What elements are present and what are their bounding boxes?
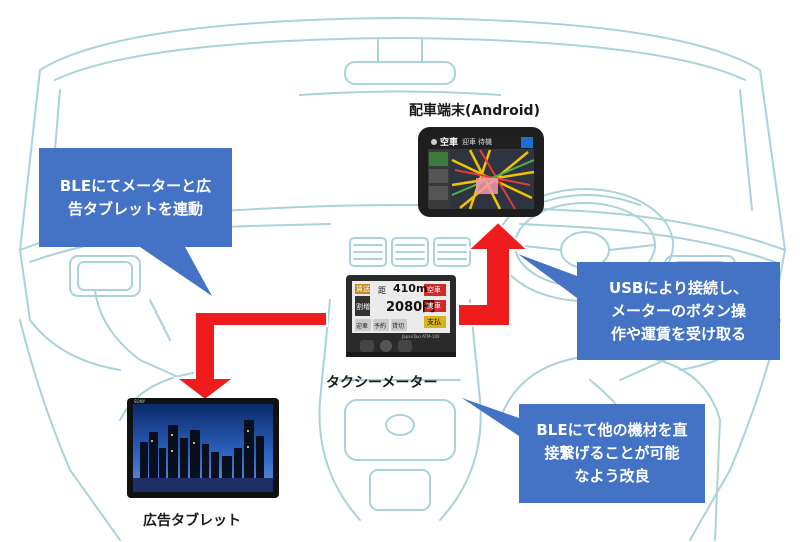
terminal-tab-2: 待機: [478, 138, 492, 146]
meter-btn-vacant: 空車: [427, 286, 441, 294]
ad-tablet-label: 広告タブレット: [143, 513, 241, 529]
meter-btn-occupied: 実車: [427, 302, 441, 310]
arrow-meter-to-tablet: [173, 311, 328, 402]
meter-fare: 2080円: [386, 300, 436, 315]
arrow-meter-to-terminal: [457, 220, 531, 327]
callout-usb-link-text: USBにより接続し、 メーターのボタン操 作や運賃を受け取る: [608, 278, 749, 343]
meter-left-bottom: 割増: [356, 303, 370, 311]
meter-bottom-btn-1: 迎車: [356, 323, 369, 330]
meter-bottom-btn-2: 予約: [374, 323, 387, 330]
meter-distance-label: 距: [378, 286, 386, 295]
meter-brand: JapanTaxi ATM-100: [402, 334, 440, 339]
callout-ble-direct-shape: [462, 398, 705, 503]
callout-usb-link-shape: [518, 254, 780, 360]
meter-distance: 410m: [393, 282, 428, 295]
tablet-brand: SONY: [134, 399, 146, 404]
terminal-status: 空車: [440, 138, 459, 148]
taxi-meter-label: タクシーメーター: [326, 375, 438, 391]
meter-bottom-btn-3: 貸切: [392, 323, 405, 330]
meter-left-top: 賃送: [356, 285, 370, 293]
callout-ble-direct-text: BLEにて他の機材を直 接繋げることが可能 なよう改良: [536, 421, 688, 485]
terminal-tab-1: 迎車: [462, 138, 476, 146]
callout-ble-link-shape: [39, 148, 232, 296]
dispatch-terminal-label: 配車端末(Android): [409, 103, 540, 119]
meter-btn-pay: 支払: [427, 318, 441, 326]
callout-ble-link-text: BLEにてメーターと広 告タブレットを連動: [59, 176, 212, 218]
